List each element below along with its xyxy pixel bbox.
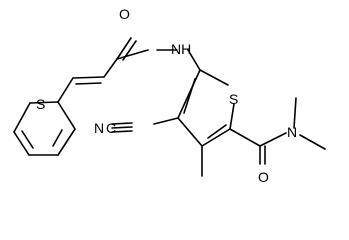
atom-dimethylamide-nitrogen: N	[287, 124, 297, 140]
carboxamide-group	[229, 97, 326, 165]
atom-sulfur-right: S	[229, 91, 238, 107]
amide-link	[116, 37, 201, 71]
atom-nitrile-carbon: C	[106, 120, 116, 136]
molecule-diagram: O NH S S N C O N	[13, 6, 326, 185]
molecule-svg: O NH S S N C O N	[13, 6, 326, 185]
atom-oxygen-amide: O	[119, 6, 130, 22]
atom-amide-nitrogen: NH	[171, 41, 191, 57]
atom-nitrile-nitrogen: N	[94, 120, 104, 136]
left-thiophene-ring	[13, 101, 76, 156]
central-thiophene-ring	[177, 69, 235, 147]
nitrile-group	[111, 117, 179, 133]
atom-oxygen-carboxamide: O	[258, 169, 269, 185]
atom-sulfur-left: S	[36, 96, 45, 112]
vinyl-linker	[57, 58, 118, 103]
